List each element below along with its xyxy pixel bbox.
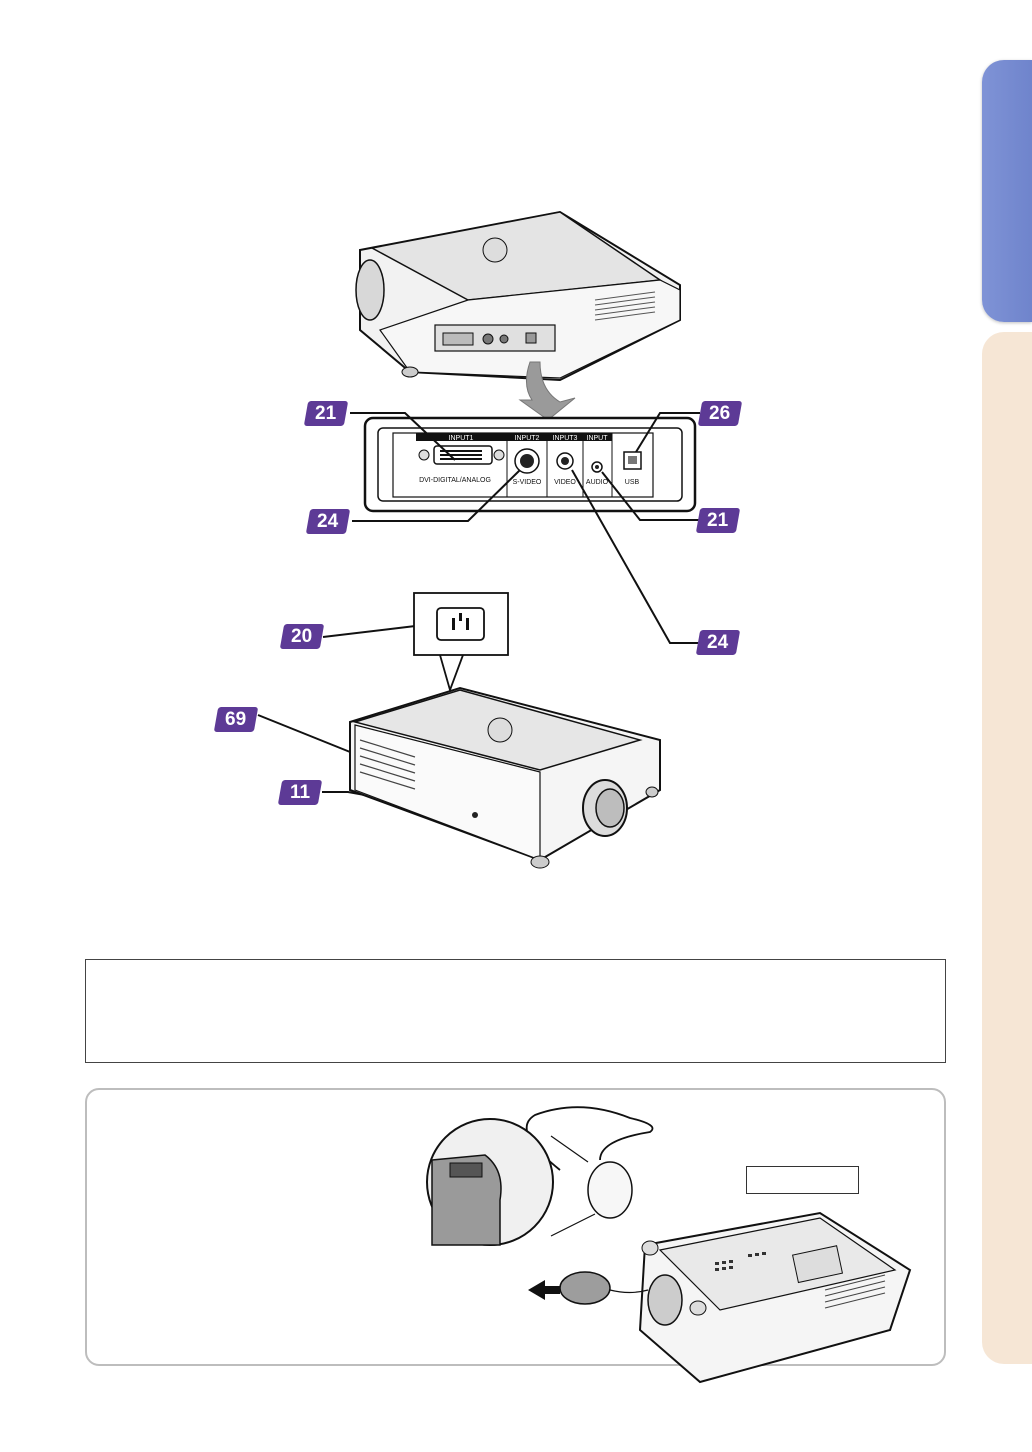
audio-label: AUDIO [586, 479, 609, 486]
video-label: VIDEO [554, 479, 576, 486]
s-video-label: S-VIDEO [513, 479, 542, 486]
input-header: INPUT [587, 435, 609, 442]
projector-rear-illustration [355, 210, 681, 382]
note-box [85, 959, 946, 1063]
section-tab [982, 60, 1032, 322]
projector-underside-illustration [638, 1211, 912, 1384]
input2-header: INPUT2 [515, 435, 540, 442]
connector-panel: INPUT1 INPUT2 INPUT3 INPUT DVI-DIGITAL/A… [363, 416, 697, 513]
input1-header: INPUT1 [449, 435, 474, 442]
dvi-label: DVI-DIGITAL/ANALOG [419, 477, 491, 484]
projector-front-illustration [349, 686, 661, 869]
input3-header: INPUT3 [553, 435, 578, 442]
lens-cap-label-box [746, 1166, 859, 1194]
section-tab-background [982, 332, 1032, 1364]
usb-label: USB [625, 479, 640, 486]
